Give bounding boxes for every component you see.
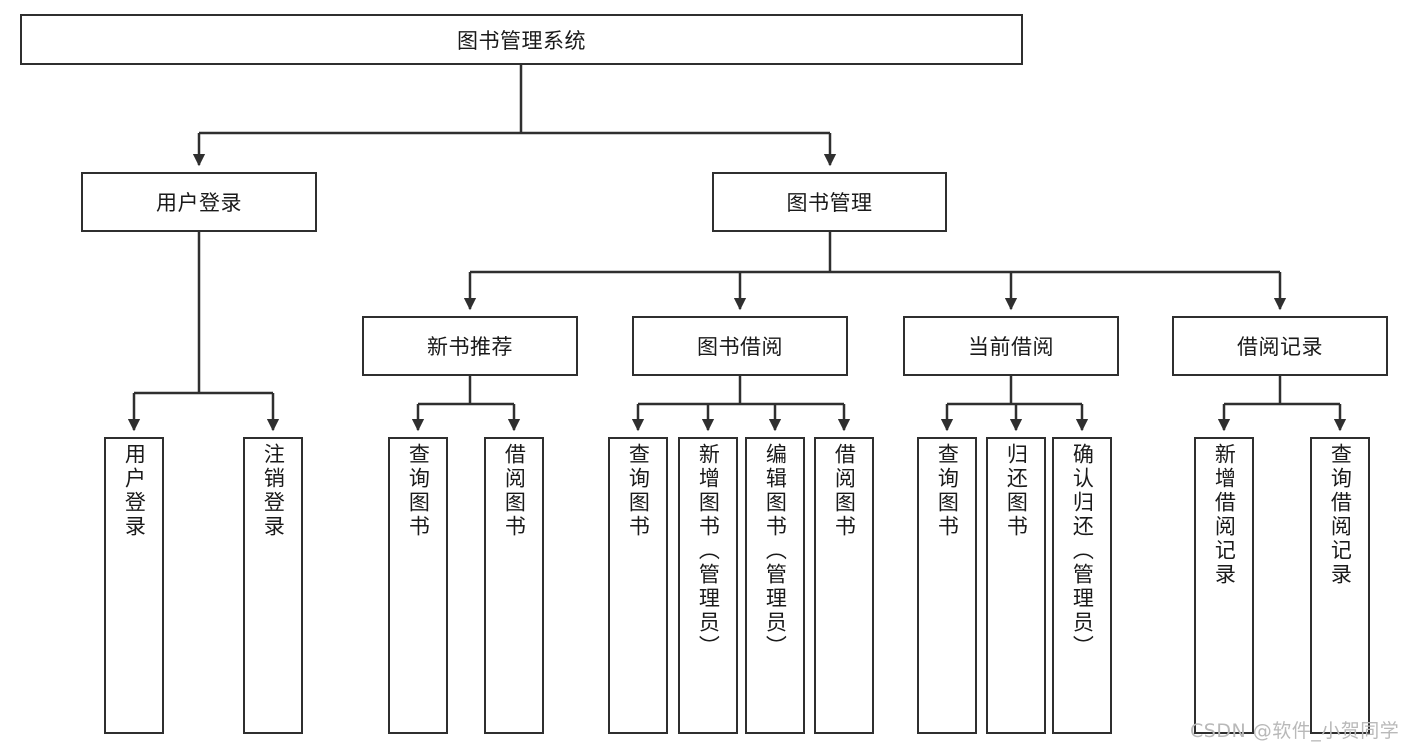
- node-leaf-query-record-label: 查询借阅记录: [1328, 443, 1353, 587]
- edge-group-root: [192, 65, 837, 167]
- node-leaf-borrow-book-1-label: 借阅图书: [502, 443, 527, 539]
- node-leaf-query-book-1[interactable]: 查询图书: [388, 437, 448, 734]
- node-user-login[interactable]: 用户登录: [81, 172, 317, 232]
- edge-group-current-borrow: [940, 376, 1089, 432]
- node-leaf-user-login-label: 用户登录: [122, 443, 147, 539]
- edge-group-user-login: [127, 232, 280, 432]
- node-root[interactable]: 图书管理系统: [20, 14, 1023, 65]
- node-leaf-return-book-label: 归还图书: [1004, 443, 1029, 539]
- node-user-login-label: 用户登录: [156, 191, 242, 215]
- node-leaf-add-record-label: 新增借阅记录: [1212, 443, 1237, 587]
- node-leaf-add-book[interactable]: 新增图书（管理员）: [678, 437, 738, 734]
- edge-group-book-manage: [463, 232, 1287, 311]
- node-borrow-record[interactable]: 借阅记录: [1172, 316, 1388, 376]
- edge-group-borrow-record: [1217, 376, 1347, 432]
- node-leaf-query-book-3-label: 查询图书: [935, 443, 960, 539]
- node-book-manage-label: 图书管理: [786, 191, 873, 215]
- node-book-manage[interactable]: 图书管理: [712, 172, 947, 232]
- node-current-borrow[interactable]: 当前借阅: [903, 316, 1119, 376]
- node-leaf-borrow-book-1[interactable]: 借阅图书: [484, 437, 544, 734]
- node-leaf-borrow-book-2-label: 借阅图书: [832, 443, 857, 539]
- csdn-watermark: CSDN @软件_小贺同学: [1190, 720, 1400, 742]
- node-new-book-rec[interactable]: 新书推荐: [362, 316, 578, 376]
- node-leaf-edit-book-label: 编辑图书（管理员）: [763, 443, 788, 659]
- node-leaf-query-book-2[interactable]: 查询图书: [608, 437, 668, 734]
- node-leaf-add-book-label: 新增图书（管理员）: [696, 443, 721, 659]
- node-new-book-rec-label: 新书推荐: [427, 335, 513, 359]
- node-leaf-borrow-book-2[interactable]: 借阅图书: [814, 437, 874, 734]
- node-leaf-query-record[interactable]: 查询借阅记录: [1310, 437, 1370, 734]
- node-borrow-record-label: 借阅记录: [1237, 335, 1323, 359]
- node-leaf-return-book[interactable]: 归还图书: [986, 437, 1046, 734]
- node-leaf-add-record[interactable]: 新增借阅记录: [1194, 437, 1254, 734]
- node-current-borrow-label: 当前借阅: [968, 335, 1054, 359]
- edge-group-new-book-rec: [411, 376, 521, 432]
- node-leaf-query-book-3[interactable]: 查询图书: [917, 437, 977, 734]
- edge-group-book-borrow: [631, 376, 851, 432]
- node-leaf-user-logout[interactable]: 注销登录: [243, 437, 303, 734]
- node-leaf-confirm-return-label: 确认归还（管理员）: [1070, 443, 1095, 659]
- node-leaf-user-login[interactable]: 用户登录: [104, 437, 164, 734]
- node-leaf-query-book-1-label: 查询图书: [406, 443, 431, 539]
- node-book-borrow-label: 图书借阅: [697, 335, 783, 359]
- node-leaf-confirm-return[interactable]: 确认归还（管理员）: [1052, 437, 1112, 734]
- node-root-label: 图书管理系统: [457, 28, 586, 53]
- node-leaf-edit-book[interactable]: 编辑图书（管理员）: [745, 437, 805, 734]
- node-book-borrow[interactable]: 图书借阅: [632, 316, 848, 376]
- node-leaf-query-book-2-label: 查询图书: [626, 443, 651, 539]
- node-leaf-user-logout-label: 注销登录: [261, 443, 286, 539]
